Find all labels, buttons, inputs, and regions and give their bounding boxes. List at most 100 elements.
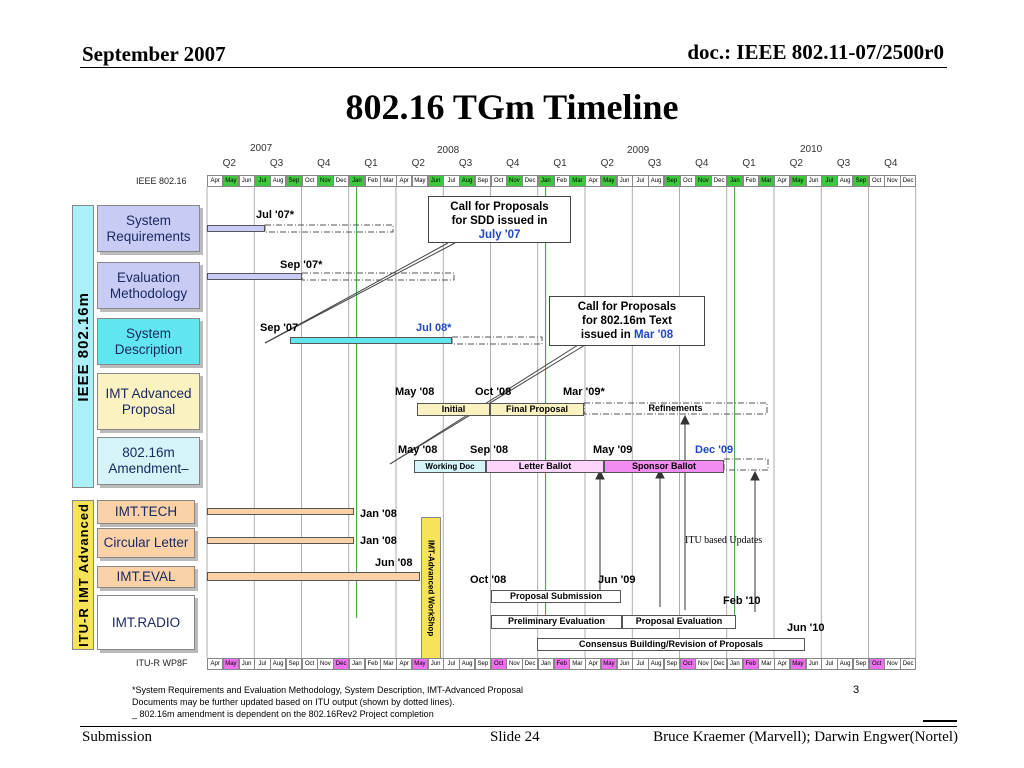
- bottom-month-cell: Dec: [522, 658, 539, 670]
- milestone-jan08-b: Jan '08: [360, 535, 397, 547]
- callout-text-date: Mar '08: [633, 329, 674, 341]
- callout-sdd: Call for Proposals for SDD issued in Jul…: [428, 196, 571, 243]
- callout-sdd-line1: Call for Proposals: [450, 201, 549, 213]
- ieee-group-bar: IEEE 802.16m: [72, 205, 94, 488]
- top-month-cell: Dec: [333, 175, 350, 187]
- top-month-cell: Feb: [553, 175, 570, 187]
- callout-text-line3: issued in: [580, 329, 634, 341]
- header-rule: [80, 67, 947, 68]
- top-month-cell: Nov: [506, 175, 523, 187]
- quarter-label: Q2: [600, 158, 614, 169]
- bar-imt-eval: [207, 572, 420, 581]
- milestone-may09: May '09: [593, 444, 633, 456]
- bottom-month-cell: Nov: [317, 658, 334, 670]
- bottom-month-cell: Oct: [679, 658, 696, 670]
- itu-update-arrows: [595, 414, 760, 612]
- bottom-month-cell: Jan: [537, 658, 554, 670]
- bottom-month-cell: Oct: [490, 658, 507, 670]
- top-month-cell: Jan: [348, 175, 365, 187]
- bottom-month-cell: Apr: [207, 658, 224, 670]
- top-month-cell: Apr: [585, 175, 602, 187]
- bottom-month-cell: Jan: [348, 658, 365, 670]
- callout-802-16m-text: Call for Proposals for 802.16m Text issu…: [549, 296, 705, 346]
- quarter-label: Q1: [553, 158, 567, 169]
- year-label-2009: 2009: [627, 145, 650, 156]
- bar-imt-tech: [207, 508, 354, 515]
- quarter-label: Q3: [269, 158, 284, 169]
- bottom-month-cell: Jun: [805, 658, 822, 670]
- quarter-label: Q4: [695, 158, 709, 169]
- card-imt-tech: IMT.TECH: [97, 500, 195, 524]
- footnote-2: Documents may be further updated based o…: [132, 697, 455, 707]
- card-system-description: System Description: [97, 318, 200, 365]
- top-month-cell: Sep: [663, 175, 680, 187]
- phase-initial: Initial: [417, 403, 490, 416]
- bottom-month-cell: Nov: [506, 658, 523, 670]
- itu-row-label: ITU-R WP8F: [136, 658, 188, 668]
- dotted-extensions: [264, 224, 769, 471]
- top-month-cell: Aug: [270, 175, 287, 187]
- bottom-month-cell: Sep: [474, 658, 491, 670]
- callout-sdd-line2: for SDD issued in: [451, 215, 548, 227]
- quarter-label: Q4: [506, 158, 520, 169]
- bottom-month-cell: May: [222, 658, 239, 670]
- top-month-cell: Aug: [837, 175, 854, 187]
- milestone-oct08-a: Oct '08: [475, 386, 512, 398]
- phase-letter-ballot: Letter Ballot: [486, 460, 604, 473]
- diagram-page-number: 3: [853, 684, 860, 696]
- bottom-month-cell: Feb: [364, 658, 381, 670]
- bottom-month-cell: Apr: [396, 658, 413, 670]
- ieee-row-label: IEEE 802.16: [136, 176, 187, 186]
- bottom-month-cell: Mar: [569, 658, 586, 670]
- bottom-month-cell: Oct: [301, 658, 318, 670]
- bottom-month-cell: Mar: [758, 658, 775, 670]
- callout1-pointer: [264, 242, 456, 344]
- quarter-label: Q1: [742, 158, 756, 169]
- top-month-cell: Nov: [884, 175, 901, 187]
- phase-preliminary-evaluation: Preliminary Evaluation: [491, 615, 622, 629]
- top-month-cell: Nov: [695, 175, 712, 187]
- quarter-label: Q4: [884, 158, 898, 169]
- top-month-cell: May: [222, 175, 239, 187]
- top-month-cell: Aug: [459, 175, 476, 187]
- bottom-month-cell: Aug: [270, 658, 287, 670]
- top-month-cell: May: [411, 175, 428, 187]
- top-month-cell: Mar: [380, 175, 397, 187]
- milestone-jul07: Jul '07*: [256, 209, 295, 221]
- bottom-month-cell: Aug: [459, 658, 476, 670]
- bottom-month-cell: Jul: [443, 658, 460, 670]
- top-month-cell: Apr: [396, 175, 413, 187]
- bottom-month-cell: Mar: [380, 658, 397, 670]
- phase-sponsor-ballot: Sponsor Ballot: [604, 460, 724, 473]
- top-month-cell: Feb: [364, 175, 381, 187]
- top-month-cell: May: [789, 175, 806, 187]
- itu-updates-label: ITU based Updates: [685, 535, 763, 546]
- quarter-label: Q2: [411, 158, 425, 169]
- footer-slide-number: Slide 24: [490, 729, 540, 745]
- header-doc-id: doc.: IEEE 802.11-07/2500r0: [687, 40, 944, 64]
- milestone-sep08: Sep '08: [470, 444, 509, 456]
- top-month-cell: Jul: [443, 175, 460, 187]
- milestone-jul08: Jul 08*: [416, 322, 452, 334]
- phase-working-doc: Working Doc: [414, 460, 486, 473]
- footnote-1: *System Requirements and Evaluation Meth…: [132, 685, 524, 695]
- quarter-label: Q2: [789, 158, 803, 169]
- footer-rule: [80, 726, 957, 727]
- year-label-2008: 2008: [437, 145, 460, 156]
- milestone-dec09: Dec '09: [695, 444, 734, 456]
- quarter-label: Q2: [222, 158, 236, 169]
- itu-group-bar: ITU-R IMT Advanced: [72, 500, 94, 650]
- card-evaluation-methodology: Evaluation Methodology: [97, 262, 200, 309]
- top-month-cell: Jun: [616, 175, 633, 187]
- phase-final-proposal: Final Proposal: [490, 403, 584, 416]
- top-month-cell: Apr: [207, 175, 224, 187]
- milestone-may08-a: May '08: [395, 386, 435, 398]
- bottom-month-cell: Feb: [553, 658, 570, 670]
- bar-system-requirements: [207, 225, 265, 232]
- bottom-month-cell: Jun: [238, 658, 255, 670]
- ieee-group-label: IEEE 802.16m: [74, 291, 92, 402]
- phase-proposal-evaluation: Proposal Evaluation: [622, 615, 736, 629]
- bottom-month-cell: May: [600, 658, 617, 670]
- top-month-cell: Apr: [774, 175, 791, 187]
- milestone-sep07-b: Sep '07: [260, 322, 299, 334]
